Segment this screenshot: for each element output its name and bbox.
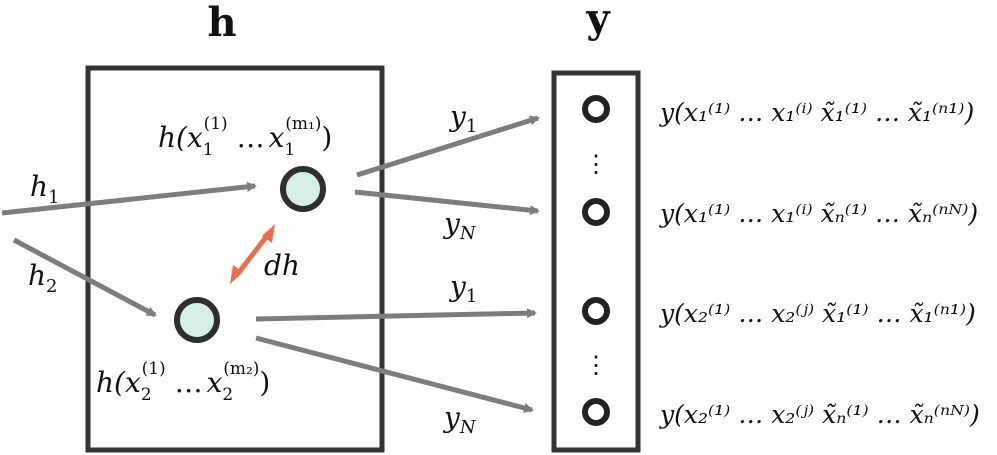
input-label-h1: h1 xyxy=(30,170,60,208)
input-label-h2: h2 xyxy=(28,259,58,297)
edge-arrow-3 xyxy=(255,308,537,322)
vdots-bottom: ⋮ xyxy=(584,351,608,379)
h-layer-box xyxy=(85,65,385,453)
dh-arrow xyxy=(234,230,272,278)
output-label-3: y(x₂⁽¹⁾ … x₂⁽ʲ⁾ x̃₁⁽¹⁾ … x̃₁⁽ⁿ¹⁾) xyxy=(659,299,976,328)
node-label-1: h(x1(1) …x1(m₁)) xyxy=(158,114,332,160)
output-node-4 xyxy=(582,398,610,426)
edge-label-3: y1 xyxy=(448,270,477,307)
dh-arrowhead-top xyxy=(262,224,275,243)
hidden-node-2 xyxy=(174,297,220,343)
output-label-2: y(x₁⁽¹⁾ … x₁⁽ⁱ⁾ x̃ₙ⁽¹⁾ … x̃ₙ⁽ⁿᴺ⁾) xyxy=(659,199,978,228)
edge-label-2: yN xyxy=(442,207,477,244)
vdots-top: ⋮ xyxy=(584,150,608,178)
output-node-3 xyxy=(582,297,610,325)
dh-label: dh xyxy=(264,249,300,282)
input-arrow-h2 xyxy=(12,237,157,318)
hidden-node-1 xyxy=(280,166,326,212)
edge-label-4: yN xyxy=(442,401,477,438)
y-layer-box xyxy=(551,70,641,453)
input-arrow-h1 xyxy=(1,181,257,216)
edge-arrow-4 xyxy=(255,335,534,413)
edge-arrow-1 xyxy=(356,115,540,178)
output-label-4: y(x₂⁽¹⁾ … x₂⁽ʲ⁾ x̃ₙ⁽¹⁾ … x̃ₙ⁽ⁿᴺ⁾) xyxy=(659,400,980,429)
output-node-1 xyxy=(582,95,610,123)
output-node-2 xyxy=(582,198,610,226)
dh-arrowhead-bottom xyxy=(230,265,243,284)
edge-label-1: y1 xyxy=(448,100,477,137)
node-label-2: h(x2(1) …x2(m₂)) xyxy=(96,359,270,405)
output-label-1: y(x₁⁽¹⁾ … x₁⁽ⁱ⁾ x̃₁⁽¹⁾ … x̃₁⁽ⁿ¹⁾) xyxy=(659,98,974,127)
h-title: h xyxy=(207,0,236,46)
y-title: y xyxy=(585,0,611,42)
edge-arrow-2 xyxy=(354,189,540,216)
